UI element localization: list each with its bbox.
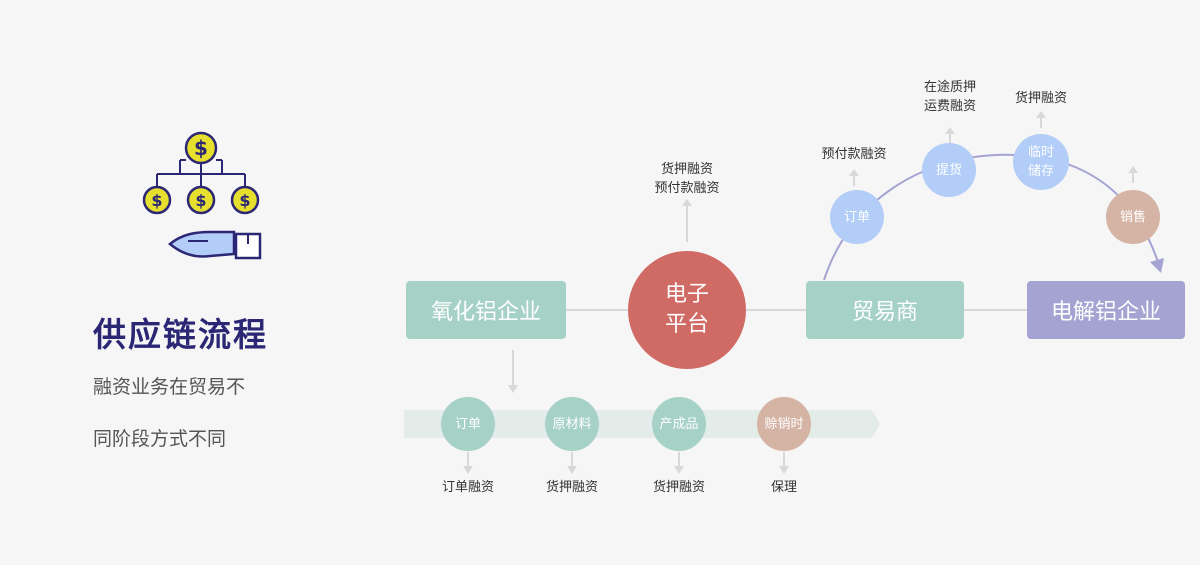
bottom-raw-material-circle: 原材料 xyxy=(545,397,599,451)
alumina-enterprise-box: 氧化铝企业 xyxy=(406,281,566,339)
svg-text:$: $ xyxy=(195,191,206,210)
platform-financing-label: 货押融资 预付款融资 xyxy=(627,160,747,198)
bottom-finished-goods-label: 货押融资 xyxy=(652,480,705,495)
electrolytic-aluminum-box: 电解铝企业 xyxy=(1027,281,1185,339)
arc-sales-circle: 销售 xyxy=(1106,190,1160,244)
platform-label-line-2: 预付款融资 xyxy=(654,181,720,196)
page-title: 供应链流程 xyxy=(93,315,268,354)
subtitle-line-1: 融资业务在贸易不 xyxy=(93,376,246,398)
e-platform-circle: 电子 平台 xyxy=(628,251,746,369)
arc-storage-line-1: 临时 xyxy=(1027,145,1054,160)
svg-text:$: $ xyxy=(239,191,250,210)
bottom-order-label: 订单融资 xyxy=(441,480,494,495)
arc-pickup-label-line-2: 运费融资 xyxy=(923,99,976,114)
bottom-finished-goods-circle: 产成品 xyxy=(652,397,706,451)
arc-order-circle: 订单 xyxy=(830,190,884,244)
arc-storage-label: 货押融资 xyxy=(1014,91,1067,106)
e-platform-line-1: 电子 xyxy=(664,282,709,307)
arc-pickup-label-line-1: 在途质押 xyxy=(923,80,976,95)
subtitle-line-2: 同阶段方式不同 xyxy=(93,428,227,450)
supply-chain-money-icon: $ $ $ $ xyxy=(142,131,262,260)
svg-text:$: $ xyxy=(194,136,208,160)
e-platform-line-2: 平台 xyxy=(664,312,709,337)
arc-pickup-label: 在途质押 运费融资 xyxy=(900,78,1000,116)
bottom-credit-sale-circle: 赊销时 xyxy=(757,397,811,451)
arc-order-label: 预付款融资 xyxy=(821,147,887,162)
trader-box: 贸易商 xyxy=(806,281,964,339)
arc-pickup-circle: 提货 xyxy=(922,143,976,197)
arc-storage-line-2: 储存 xyxy=(1027,164,1054,179)
arc-storage-circle: 临时 储存 xyxy=(1013,134,1069,190)
bottom-raw-material-label: 货押融资 xyxy=(545,480,598,495)
bottom-order-circle: 订单 xyxy=(441,397,495,451)
platform-label-line-1: 货押融资 xyxy=(660,162,713,177)
bottom-factoring-label: 保理 xyxy=(770,480,797,495)
svg-text:$: $ xyxy=(151,191,162,210)
